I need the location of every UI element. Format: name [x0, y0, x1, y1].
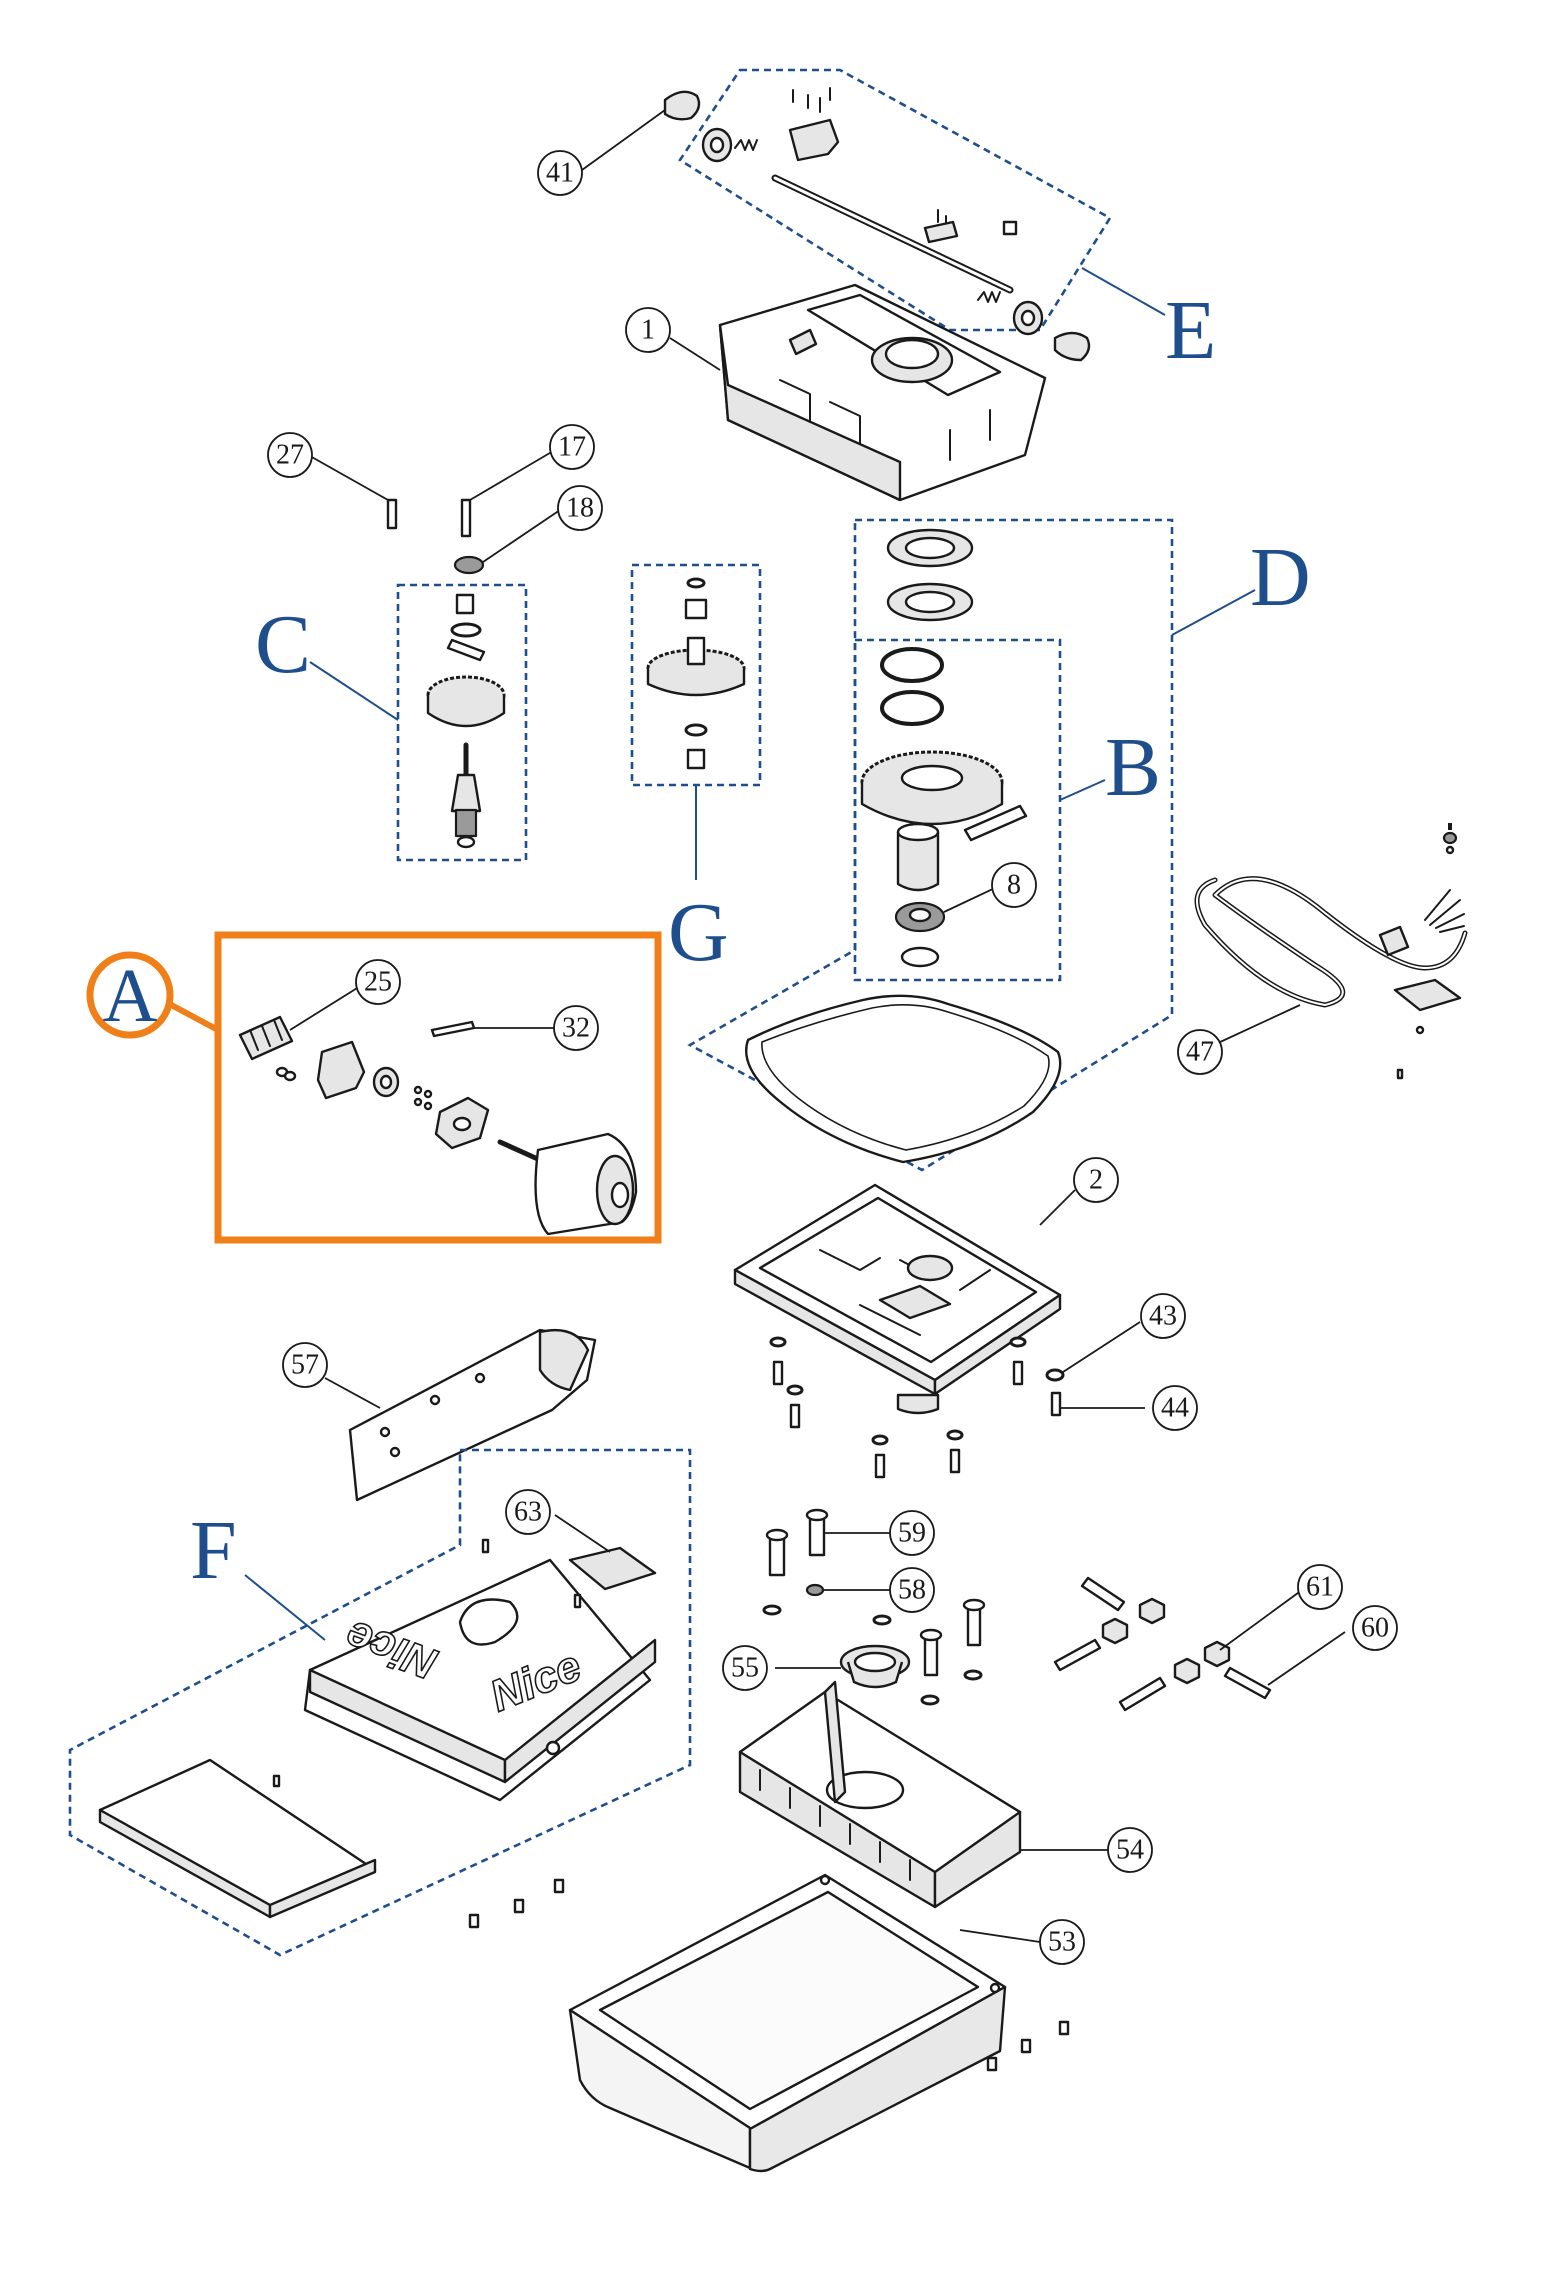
- callout-41: 41: [537, 150, 583, 196]
- group-d-gearbox-assembly: D: [687, 518, 1311, 1172]
- callout-44: 44: [1152, 1385, 1198, 1431]
- callout-55: 55: [722, 1645, 768, 1691]
- group-f-cover-assembly: F Nice Nice: [68, 1448, 692, 1957]
- group-label-c: C: [255, 598, 311, 691]
- group-label-a: A: [103, 954, 158, 1038]
- svg-text:55: 55: [731, 1653, 759, 1684]
- part-number-callouts: 41 1 27 17 18 8 25 32 47 2 43 44 57 63 5…: [267, 150, 1398, 1965]
- svg-text:47: 47: [1186, 1037, 1214, 1068]
- release-key-41: [581, 90, 1091, 362]
- svg-text:25: 25: [364, 967, 392, 998]
- casing-screws-43-44: [769, 1321, 1145, 1479]
- svg-text:57: 57: [291, 1350, 319, 1381]
- group-b-output-gear-assembly: B: [853, 638, 1161, 982]
- callout-47: 47: [1177, 1029, 1223, 1075]
- cable-harness-47: [1194, 823, 1468, 1080]
- callout-2: 2: [1073, 1157, 1119, 1203]
- svg-text:27: 27: [276, 440, 304, 471]
- callout-59: 59: [889, 1510, 935, 1556]
- svg-text:44: 44: [1161, 1393, 1189, 1424]
- svg-text:41: 41: [546, 158, 574, 189]
- group-e-release-shaft-assembly: E: [678, 68, 1216, 377]
- svg-text:61: 61: [1306, 1572, 1334, 1603]
- callout-25: 25: [355, 959, 401, 1005]
- svg-text:63: 63: [514, 1497, 542, 1528]
- callout-43: 43: [1140, 1293, 1186, 1339]
- group-label-f: F: [190, 1504, 237, 1597]
- callout-57: 57: [282, 1342, 328, 1388]
- group-g-intermediate-gear: G: [630, 563, 762, 979]
- callout-60: 60: [1352, 1605, 1398, 1651]
- svg-text:53: 53: [1048, 1927, 1076, 1958]
- callout-53: 53: [1039, 1919, 1085, 1965]
- callout-63: 63: [505, 1489, 551, 1535]
- mounting-bracket-57: [324, 1328, 597, 1502]
- anchor-hardware-55-61: [762, 1508, 1346, 1712]
- group-c-pinion-assembly: C: [255, 583, 528, 862]
- group-label-d: D: [1250, 531, 1311, 624]
- base-frame-54: [738, 1680, 1110, 1909]
- callout-61: 61: [1297, 1564, 1343, 1610]
- bottom-casing-part-2: [733, 1183, 1076, 1415]
- callout-27: 27: [267, 432, 313, 478]
- svg-text:17: 17: [558, 432, 586, 463]
- group-label-g: G: [668, 886, 729, 979]
- callout-58: 58: [889, 1567, 935, 1613]
- base-box-53: [468, 1873, 1070, 2173]
- callout-8: 8: [991, 862, 1037, 908]
- svg-text:8: 8: [1007, 870, 1021, 901]
- group-label-e: E: [1165, 284, 1216, 377]
- svg-text:2: 2: [1089, 1165, 1103, 1196]
- pinion-screws-27-17-18: [309, 446, 561, 575]
- svg-text:18: 18: [566, 493, 594, 524]
- svg-text:59: 59: [898, 1518, 926, 1549]
- svg-text:60: 60: [1361, 1613, 1389, 1644]
- group-a-motor-assembly: A: [86, 931, 662, 1244]
- top-casing-part-1: [669, 283, 1047, 502]
- svg-text:43: 43: [1149, 1301, 1177, 1332]
- svg-text:58: 58: [898, 1575, 926, 1606]
- svg-text:1: 1: [641, 315, 655, 346]
- svg-text:32: 32: [562, 1013, 590, 1044]
- callout-17: 17: [549, 424, 595, 470]
- callout-32: 32: [553, 1005, 599, 1051]
- svg-text:54: 54: [1116, 1835, 1144, 1866]
- group-label-b: B: [1105, 721, 1161, 814]
- callout-1: 1: [625, 307, 671, 353]
- callout-18: 18: [557, 485, 603, 531]
- callout-54: 54: [1107, 1827, 1153, 1873]
